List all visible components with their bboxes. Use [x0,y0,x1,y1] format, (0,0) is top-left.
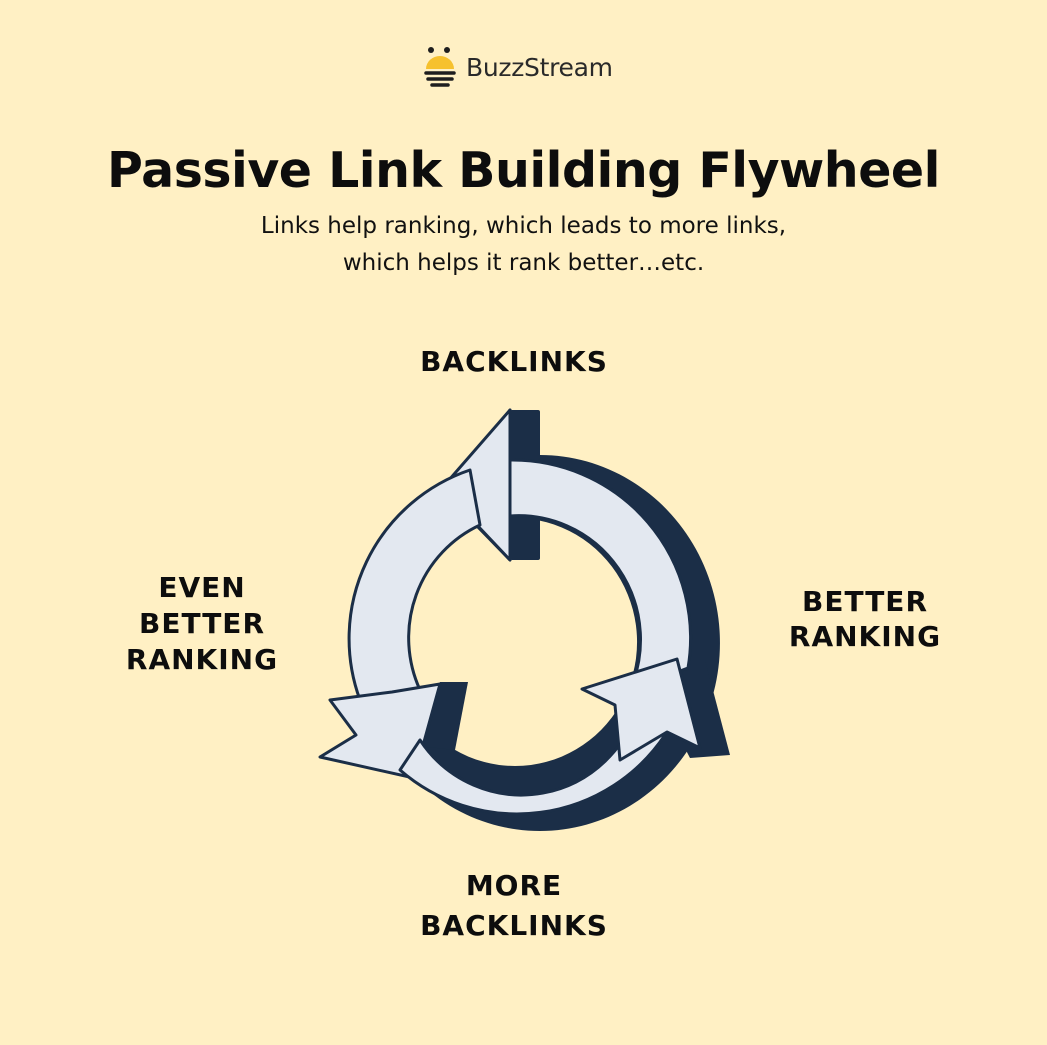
label-better-ranking-line-1: BETTER [802,585,928,618]
brand-logo: BuzzStream [422,45,613,89]
label-even-better-ranking-line-1: EVEN [158,571,246,604]
label-backlinks-text: BACKLINKS [420,345,608,378]
label-even-better-ranking-line-2: BETTER [139,607,265,640]
label-backlinks: BACKLINKS [398,344,630,380]
label-more-backlinks-line-2: BACKLINKS [420,909,608,942]
label-even-better-ranking-line-3: RANKING [125,643,279,676]
label-even-better-ranking: EVEN BETTER RANKING [104,570,300,678]
page-title: Passive Link Building Flywheel [107,142,940,199]
label-better-ranking-line-2: RANKING [788,620,942,653]
label-more-backlinks: MORE BACKLINKS [398,866,630,946]
page-subtitle: Links help ranking, which leads to more … [0,208,1047,282]
cycle-arrows [318,408,702,816]
subtitle-line-2: which helps it rank better…etc. [342,250,705,276]
label-better-ranking: BETTER RANKING [770,584,960,654]
brand-name: BuzzStream [466,52,613,82]
subtitle-line-1: Links help ranking, which leads to more … [260,213,787,239]
bee-icon [424,47,456,87]
label-more-backlinks-line-1: MORE [465,869,563,902]
